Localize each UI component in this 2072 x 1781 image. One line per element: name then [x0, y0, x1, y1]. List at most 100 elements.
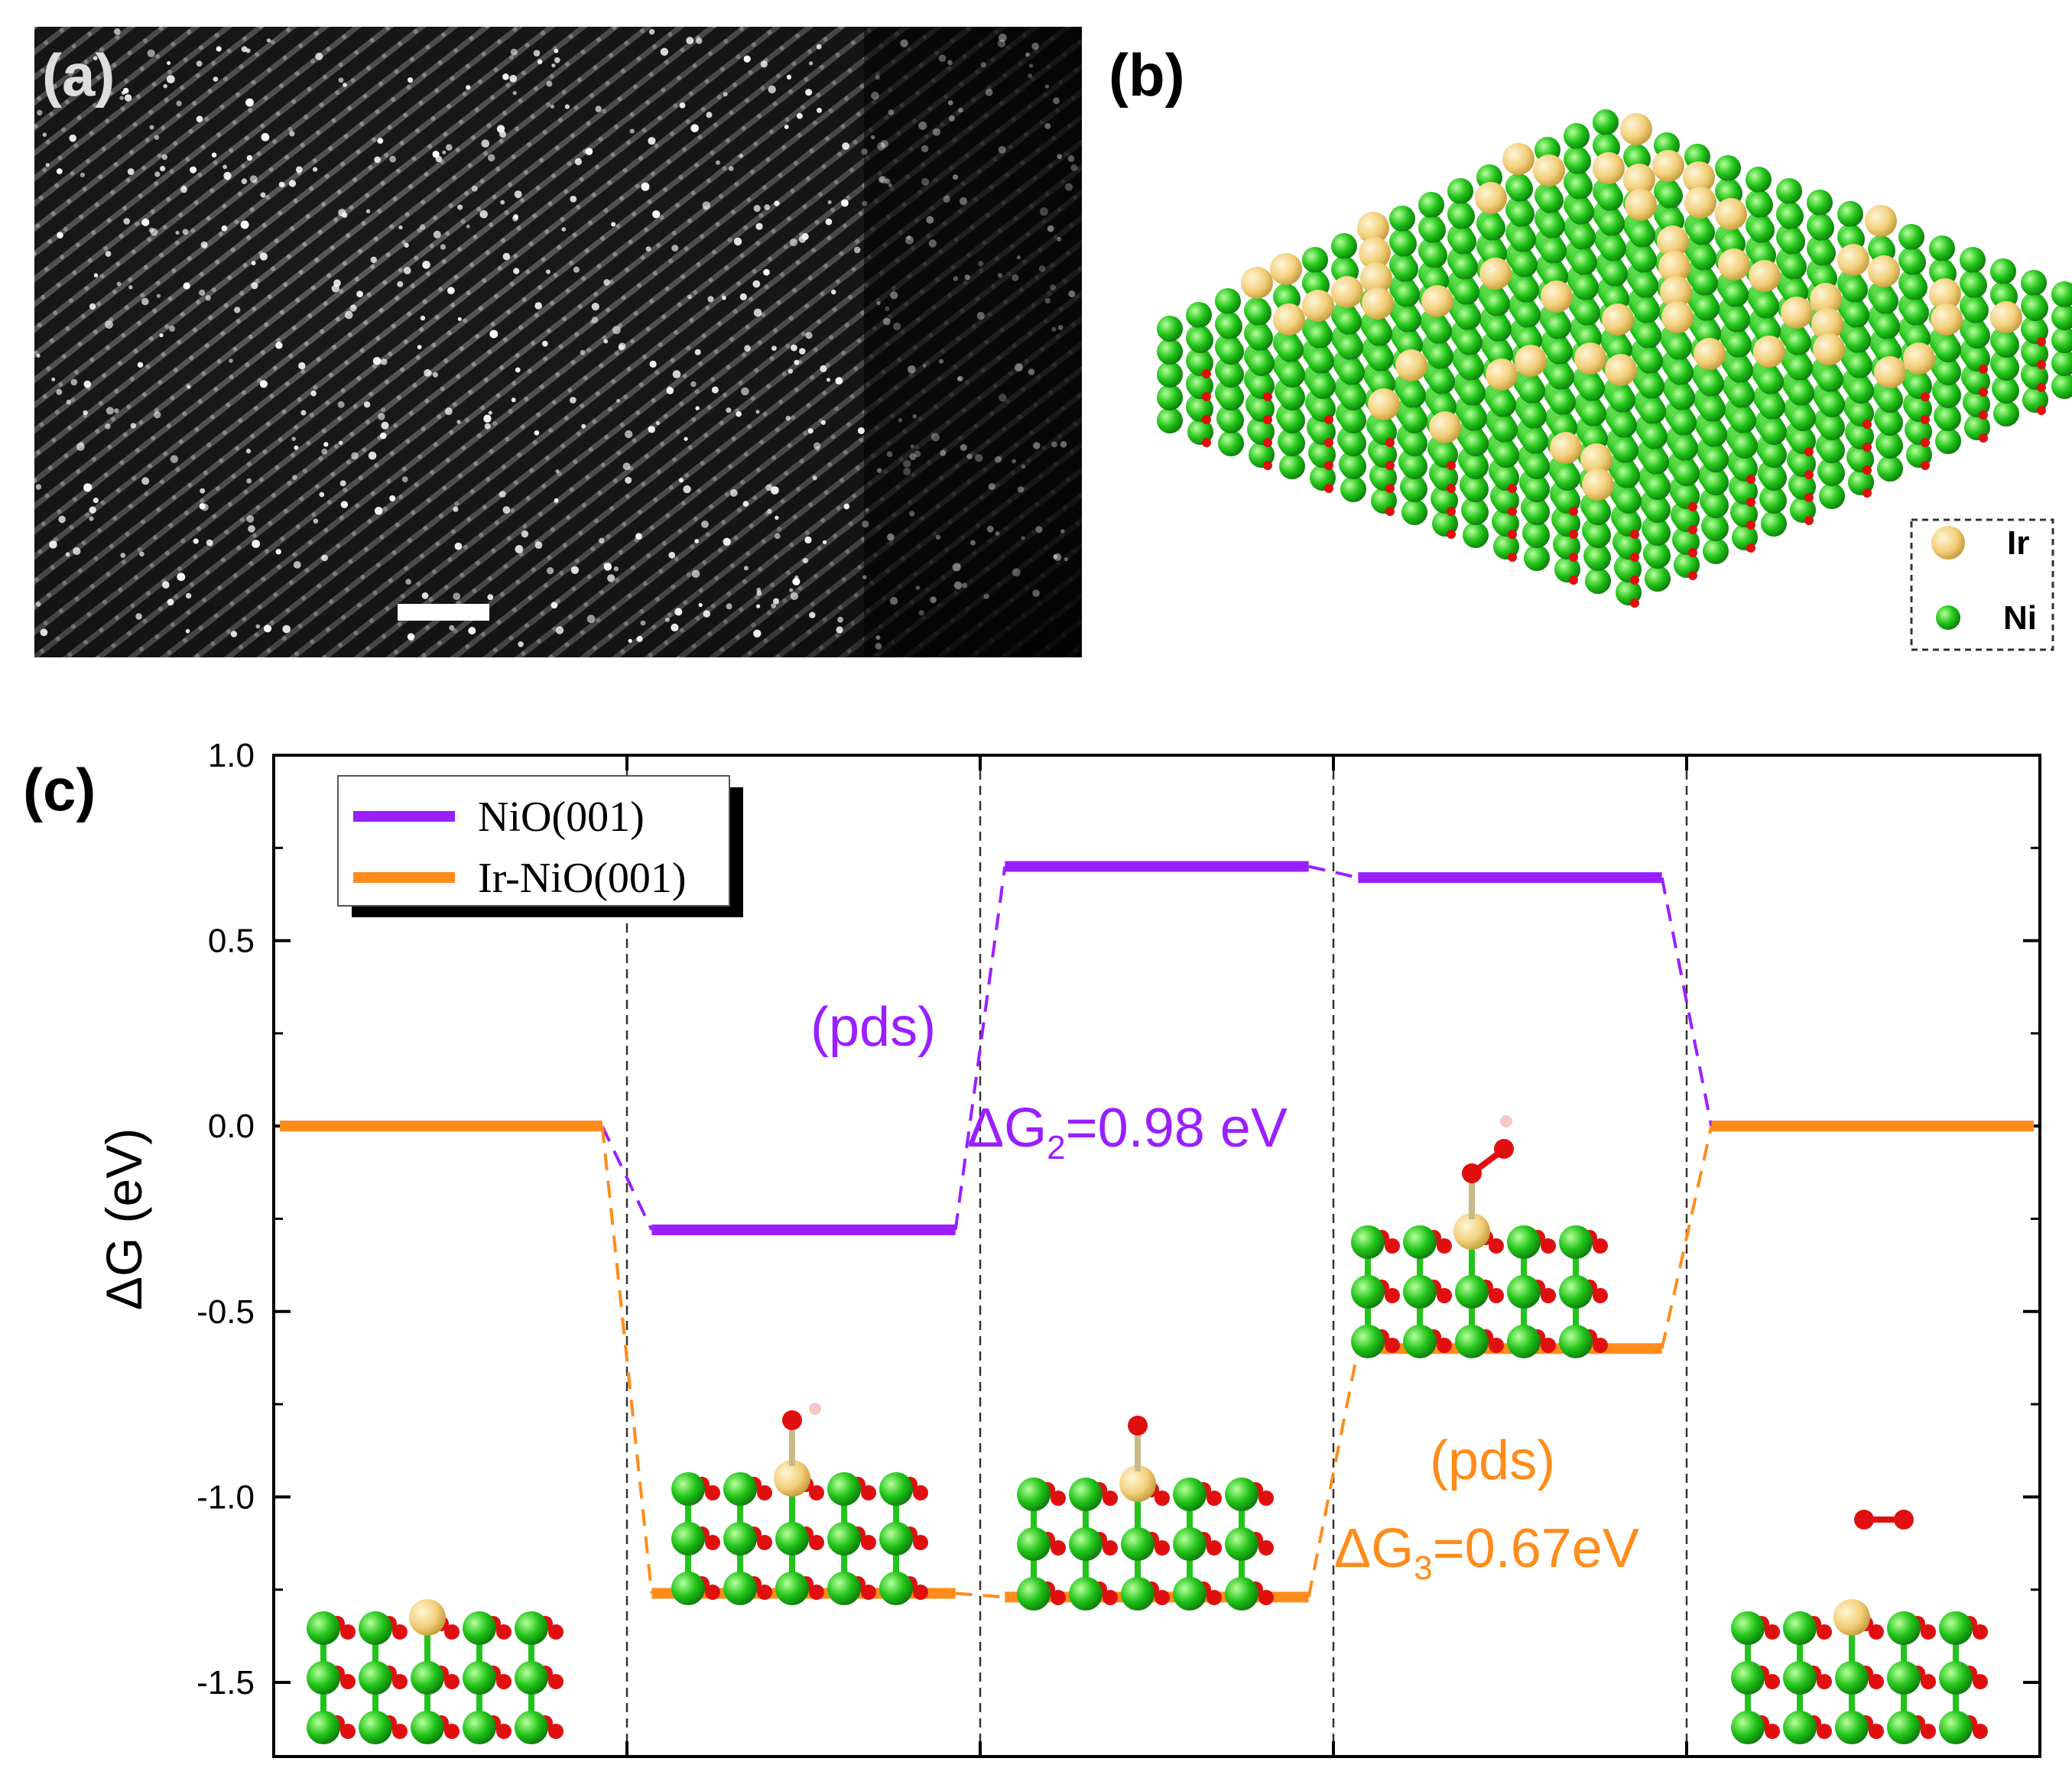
ni-atom — [1835, 1711, 1869, 1744]
o-atom — [1324, 438, 1333, 447]
ni-atom — [1600, 235, 1626, 261]
atom-dot — [246, 478, 252, 484]
ni-atom — [359, 1611, 392, 1645]
atom-dot — [185, 592, 192, 599]
atom-dot — [240, 220, 249, 229]
atom-dot — [137, 362, 144, 368]
atom-dot — [672, 370, 681, 378]
atom-dot — [909, 453, 917, 460]
ni-atom — [1218, 384, 1244, 410]
pds-label-nio: (pds) — [810, 997, 936, 1058]
atom-dot — [753, 205, 761, 212]
ni-atom — [1724, 307, 1750, 333]
atom-dot — [372, 357, 382, 365]
ni-atom — [1761, 419, 1787, 445]
ni-atom — [879, 1522, 913, 1556]
atom-dot — [983, 593, 989, 599]
atom-dot — [533, 50, 541, 57]
ni-atom — [1507, 1225, 1541, 1259]
atom-dot — [160, 166, 166, 172]
atom-dot — [671, 245, 679, 252]
o-atom — [1921, 415, 1930, 424]
atom-dot — [554, 57, 560, 63]
ir-atom — [1718, 248, 1750, 281]
ni-atom — [1963, 297, 1989, 323]
atom-dot — [211, 152, 217, 158]
o-atom — [1569, 576, 1578, 585]
ni-atom — [1216, 313, 1242, 339]
atom-dot — [888, 183, 892, 187]
atom-dot — [729, 488, 738, 497]
atom-dot — [679, 102, 686, 109]
ni-atom — [1901, 274, 1927, 300]
atom-dot — [537, 60, 543, 65]
atom-dot — [278, 181, 285, 188]
atom-dot — [339, 440, 343, 446]
atom-dot — [618, 342, 626, 350]
o-atom — [1202, 369, 1211, 378]
ni-atom — [723, 1522, 757, 1556]
o-atom — [1979, 410, 1988, 420]
atom-dot — [999, 33, 1007, 42]
ir-atom — [1302, 290, 1334, 322]
atom-dot — [649, 360, 657, 368]
atom-dot — [938, 54, 947, 62]
ni-atom — [1395, 307, 1421, 333]
ir-atom — [409, 1599, 446, 1636]
ni-atom — [1701, 421, 1727, 447]
atom-dot — [251, 261, 256, 266]
panel-c: (c) 1.00.50.0-0.5-1.0-1.5 ΔG (eV) NiO(00… — [23, 737, 2041, 1758]
ni-atom — [2051, 304, 2072, 330]
ni-atom — [1507, 176, 1533, 202]
ni-atom — [1783, 1711, 1817, 1744]
ir-atom — [1421, 285, 1453, 317]
atom-dot — [611, 222, 616, 227]
atom-dot — [616, 398, 621, 403]
atom-dot — [282, 624, 291, 634]
ir-atom — [1241, 267, 1273, 299]
o-atom — [1804, 516, 1814, 525]
ni-atom — [1753, 293, 1779, 319]
ni-atom — [1069, 1478, 1103, 1511]
atom-dot — [483, 414, 492, 423]
ni-atom — [1761, 465, 1787, 491]
atom-dot — [914, 450, 921, 458]
atom-dot — [93, 56, 98, 60]
structure-insets — [307, 1115, 1988, 1744]
atom-dot — [809, 61, 814, 66]
atom-dot — [245, 48, 251, 54]
ni-atom — [1421, 242, 1447, 268]
o-atom — [1494, 1139, 1514, 1159]
atom-dot — [836, 626, 843, 634]
energy-levels — [280, 861, 2034, 1603]
atom-dot — [956, 376, 962, 381]
connector-nio — [1660, 877, 1713, 1127]
atom-dot — [368, 451, 377, 460]
atom-dot — [337, 401, 345, 408]
atom-dot — [736, 411, 742, 417]
atom-dot — [288, 180, 297, 187]
atom-dot — [1057, 325, 1064, 330]
ni-atom — [1427, 343, 1453, 369]
ni-atom — [1302, 247, 1328, 273]
ni-atom — [1307, 323, 1333, 349]
ni-atom — [1247, 325, 1273, 351]
atom-dot — [515, 545, 524, 553]
atom-dot — [230, 631, 238, 637]
atom-dot — [978, 261, 984, 267]
atom-dot — [216, 46, 222, 52]
ni-atom — [1225, 1527, 1258, 1561]
atom-dot — [805, 332, 813, 339]
ni-atom — [1638, 373, 1664, 399]
atom-dot — [820, 420, 826, 425]
atom-dot — [999, 394, 1007, 402]
atom-dot — [988, 483, 995, 491]
ni-atom — [1579, 375, 1605, 401]
ni-atom — [463, 1661, 496, 1695]
atom-dot — [351, 452, 359, 460]
atom-dot — [252, 540, 261, 548]
ni-atom — [411, 1711, 444, 1744]
atom-dot — [1033, 442, 1041, 449]
atom-dot — [827, 200, 832, 204]
atom-dot — [812, 475, 817, 481]
